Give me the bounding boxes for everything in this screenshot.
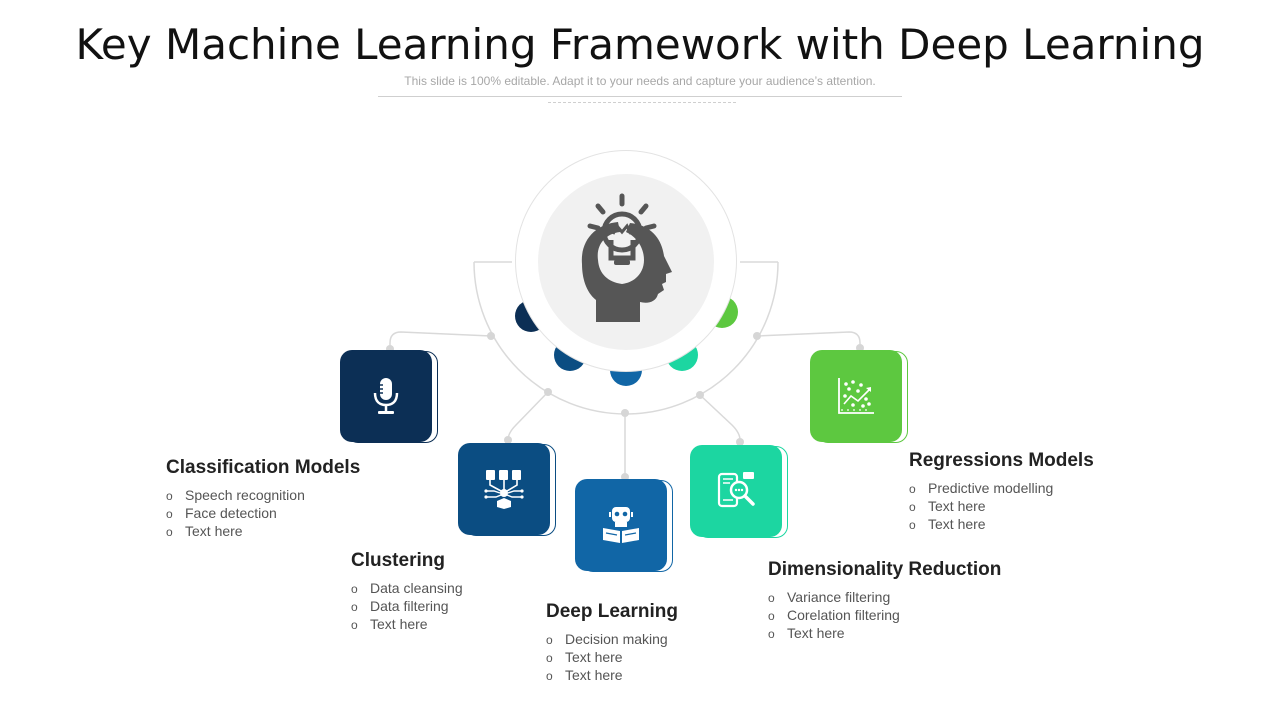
list-item: Text here bbox=[768, 625, 900, 643]
node-icon bbox=[544, 388, 552, 396]
scatter-chart-icon bbox=[838, 378, 874, 414]
list-item: Corelation filtering bbox=[768, 607, 900, 625]
head-lightbulb-icon bbox=[581, 193, 672, 322]
list-item: Text here bbox=[909, 516, 1053, 534]
connector-regression bbox=[756, 331, 861, 349]
bullets-deep-learning: Decision making Text here Text here bbox=[546, 631, 668, 685]
list-item: Speech recognition bbox=[166, 487, 305, 505]
bullets-dimensionality-reduction: Variance filtering Corelation filtering … bbox=[768, 589, 900, 643]
list-item: Text here bbox=[351, 616, 463, 634]
list-item: Text here bbox=[166, 523, 305, 541]
node-icon bbox=[487, 332, 495, 340]
list-item: Text here bbox=[546, 667, 668, 685]
node-icon bbox=[504, 436, 512, 444]
list-item: Data cleansing bbox=[351, 580, 463, 598]
bullets-regression-models: Predictive modelling Text here Text here bbox=[909, 480, 1053, 534]
connector-clustering bbox=[507, 391, 549, 443]
tile-clustering[interactable] bbox=[458, 443, 550, 535]
heading-deep-learning: Deep Learning bbox=[546, 601, 678, 622]
node-icon bbox=[696, 391, 704, 399]
tile-deep-learning[interactable] bbox=[575, 479, 667, 571]
list-item: Variance filtering bbox=[768, 589, 900, 607]
page-title: Key Machine Learning Framework with Deep… bbox=[75, 20, 1205, 69]
page-subtitle: This slide is 100% editable. Adapt it to… bbox=[404, 74, 876, 88]
list-item: Face detection bbox=[166, 505, 305, 523]
list-item: Decision making bbox=[546, 631, 668, 649]
heading-regression-models: Regressions Models bbox=[909, 450, 1094, 471]
tile-regression-models[interactable] bbox=[810, 350, 902, 442]
bullets-classification: Speech recognition Face detection Text h… bbox=[166, 487, 305, 541]
subtitle-divider bbox=[378, 96, 902, 97]
list-item: Predictive modelling bbox=[909, 480, 1053, 498]
tile-dimensionality-reduction[interactable] bbox=[690, 445, 782, 537]
connector-classification bbox=[389, 331, 492, 350]
heading-clustering: Clustering bbox=[351, 550, 445, 571]
node-icon bbox=[753, 332, 761, 340]
node-icon bbox=[736, 438, 744, 446]
list-item: Text here bbox=[546, 649, 668, 667]
subtitle-dashed-divider bbox=[548, 102, 736, 103]
list-item: Data filtering bbox=[351, 598, 463, 616]
network-cluster-icon bbox=[484, 470, 524, 509]
connector-dimensionality bbox=[699, 394, 741, 444]
microphone-icon bbox=[373, 378, 399, 414]
robot-reading-icon bbox=[603, 507, 639, 543]
bullets-clustering: Data cleansing Data filtering Text here bbox=[351, 580, 463, 634]
heading-dimensionality-reduction: Dimensionality Reduction bbox=[768, 559, 1002, 580]
phone-search-icon bbox=[717, 472, 755, 508]
node-icon bbox=[621, 409, 629, 417]
tile-classification[interactable] bbox=[340, 350, 432, 442]
list-item: Text here bbox=[909, 498, 1053, 516]
heading-classification: Classification Models bbox=[166, 457, 361, 478]
